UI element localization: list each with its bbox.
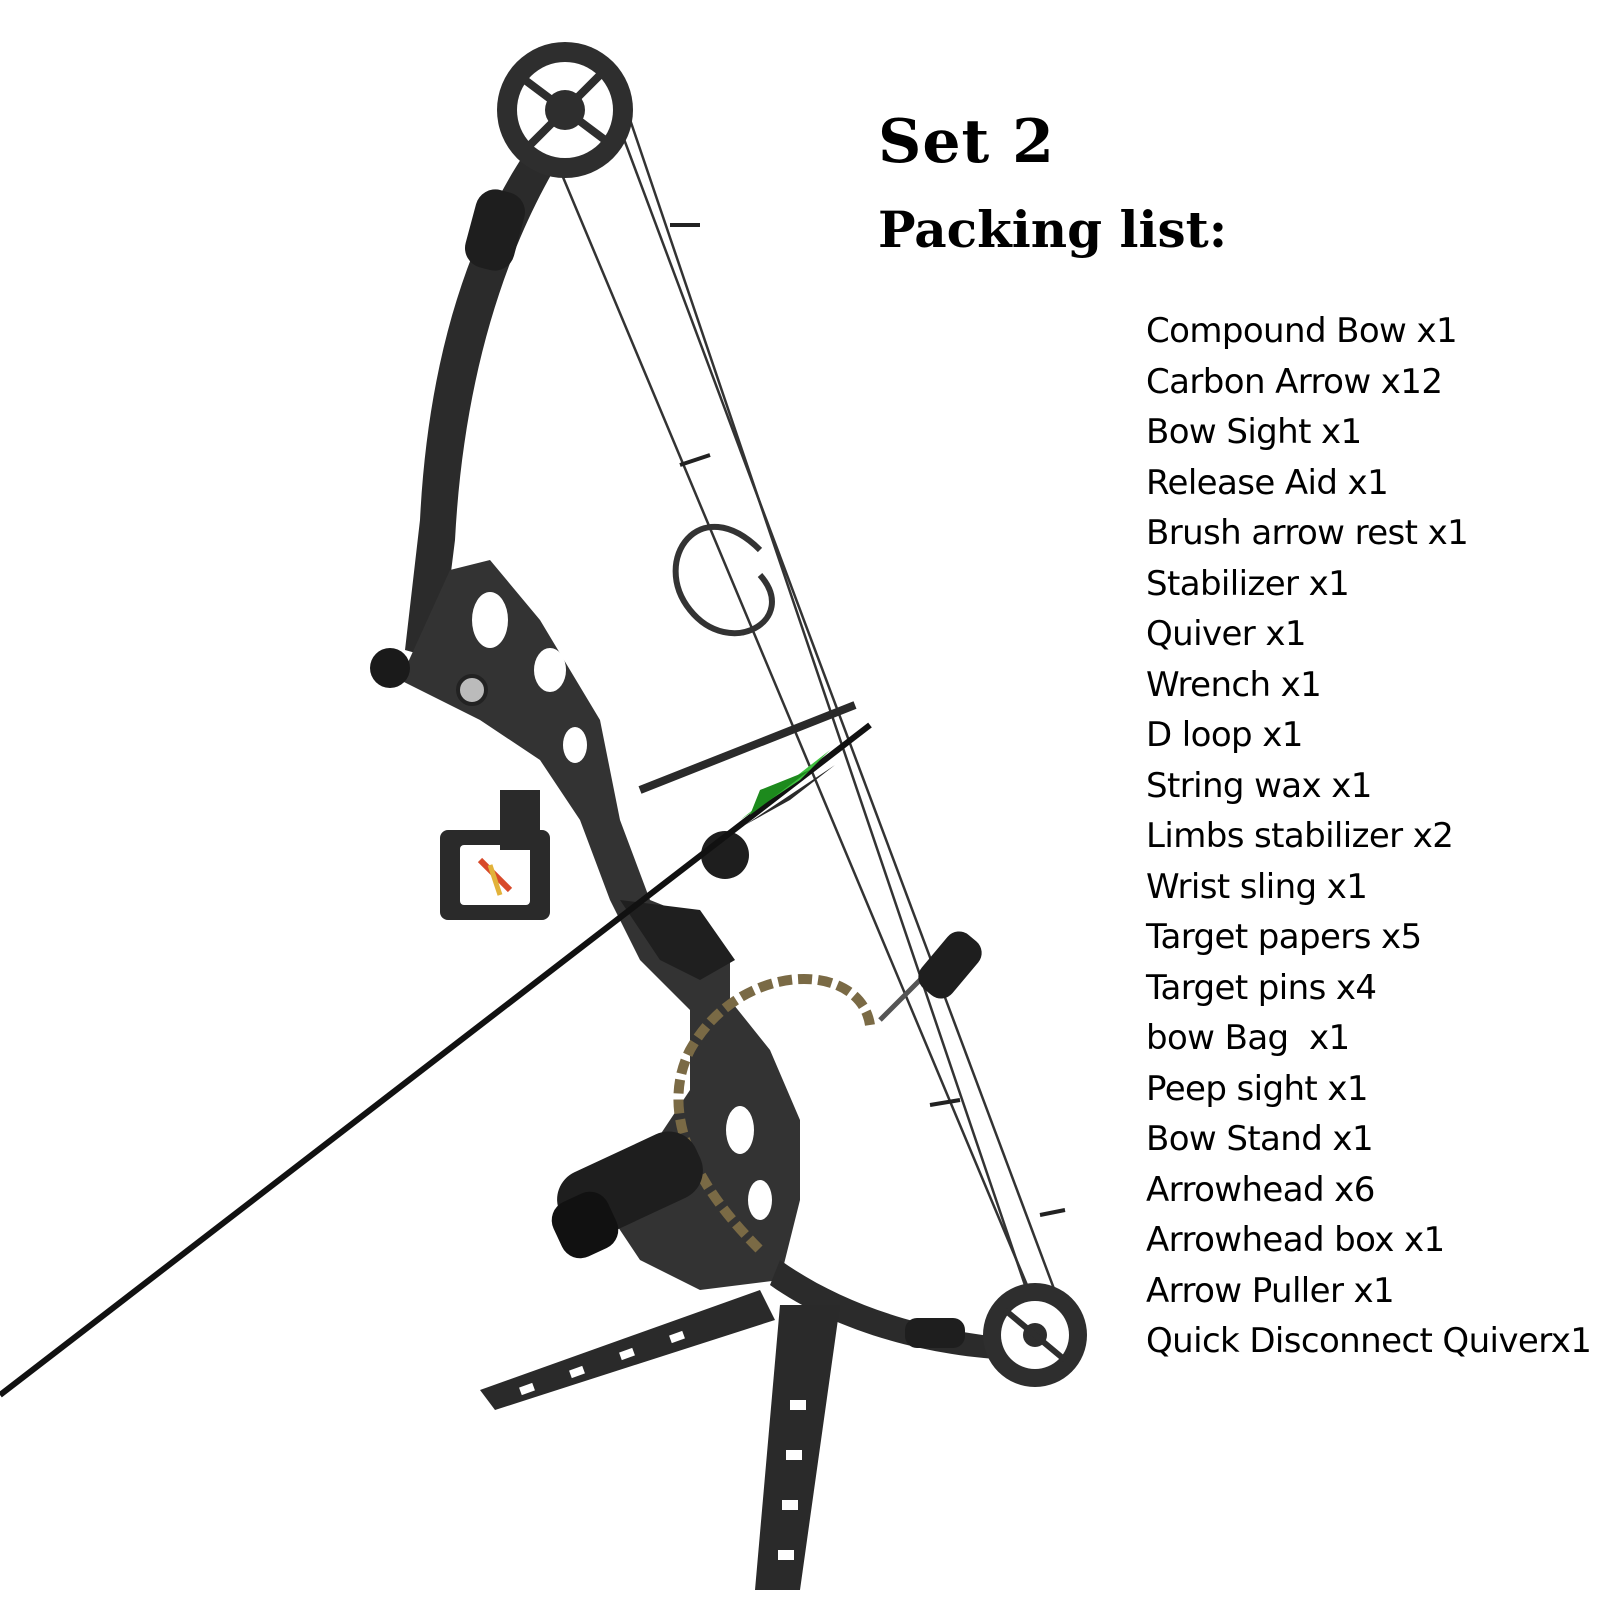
list-item: Target pins x4	[1146, 967, 1377, 1008]
list-item: Stabilizer x1	[1146, 563, 1350, 604]
list-item: String wax x1	[1146, 765, 1372, 806]
bow-sight	[440, 790, 550, 920]
list-item: Bow Sight x1	[1146, 412, 1362, 452]
list-item: Quick Disconnect Quiverx1	[1146, 1321, 1592, 1361]
bow-stand	[480, 1290, 840, 1590]
top-cam	[497, 42, 633, 178]
bow-riser	[400, 560, 800, 1290]
list-item: Target papers x5	[1146, 917, 1422, 957]
stabilizer	[551, 1131, 703, 1259]
arrow-shaft	[0, 722, 872, 1398]
list-item: Brush arrow rest x1	[1146, 513, 1469, 553]
list-item: Arrow Puller x1	[1146, 1270, 1395, 1311]
string-accessories	[670, 223, 1066, 1217]
list-item: Limbs stabilizer x2	[1146, 816, 1454, 856]
upper-limb-dampener	[464, 189, 526, 271]
list-item: Quiver x1	[1146, 614, 1307, 654]
list-item: Arrowhead x6	[1146, 1169, 1375, 1210]
packing-list-title: Packing list:	[878, 200, 1228, 259]
bottom-cam	[983, 1283, 1087, 1387]
list-item: Bow Stand x1	[1146, 1119, 1374, 1159]
list-item: bow Bag x1	[1146, 1018, 1350, 1058]
packing-list: Compound Bow x1 Carbon Arrow x12 Bow Sig…	[1146, 306, 1592, 1367]
riser-bolt	[456, 674, 488, 706]
set-title: Set 2	[878, 107, 1055, 177]
wrist-sling	[673, 974, 875, 1254]
upper-limb	[405, 75, 605, 660]
list-item: Compound Bow x1	[1146, 311, 1458, 351]
limb-stabilizer	[878, 931, 982, 1022]
list-item: Arrowhead box x1	[1146, 1220, 1445, 1260]
arrow-fletching	[740, 750, 835, 825]
bow-stand-holes	[519, 1330, 806, 1560]
lower-limb-dampener	[905, 1318, 965, 1348]
limb-bolt	[370, 648, 410, 688]
list-item: Wrench x1	[1146, 664, 1322, 705]
list-item: Carbon Arrow x12	[1146, 361, 1443, 402]
quiver-hoop	[672, 524, 775, 637]
bow-grip	[620, 900, 735, 980]
list-item: Release Aid x1	[1146, 462, 1389, 503]
riser-cutouts	[472, 592, 772, 1220]
rest-rod	[638, 701, 857, 794]
list-item: D loop x1	[1146, 715, 1303, 755]
list-item: Wrist sling x1	[1146, 866, 1368, 907]
list-item: Peep sight x1	[1146, 1068, 1369, 1109]
